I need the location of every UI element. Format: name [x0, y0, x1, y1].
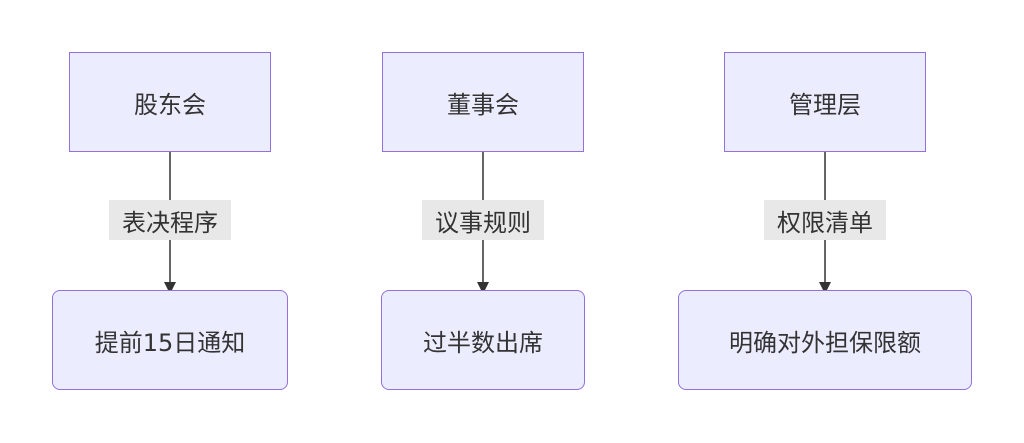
- node-management: 管理层: [724, 52, 926, 152]
- node-shareholders-meeting: 股东会: [69, 52, 271, 152]
- node-label: 管理层: [789, 90, 861, 119]
- node-guarantee-limit: 明确对外担保限额: [678, 290, 972, 390]
- node-15-day-notice: 提前15日通知: [52, 290, 288, 390]
- node-label: 明确对外担保限额: [729, 328, 921, 357]
- edge-label-authority-list: 权限清单: [764, 200, 886, 240]
- node-label: 董事会: [447, 90, 519, 119]
- node-label: 提前15日通知: [94, 328, 246, 357]
- node-label: 过半数出席: [423, 328, 543, 357]
- node-board-of-directors: 董事会: [382, 52, 584, 152]
- edge-label-voting-procedure: 表决程序: [109, 200, 231, 240]
- edge-label-meeting-rules: 议事规则: [422, 200, 544, 240]
- node-majority-attendance: 过半数出席: [381, 290, 585, 390]
- node-label: 股东会: [134, 90, 206, 119]
